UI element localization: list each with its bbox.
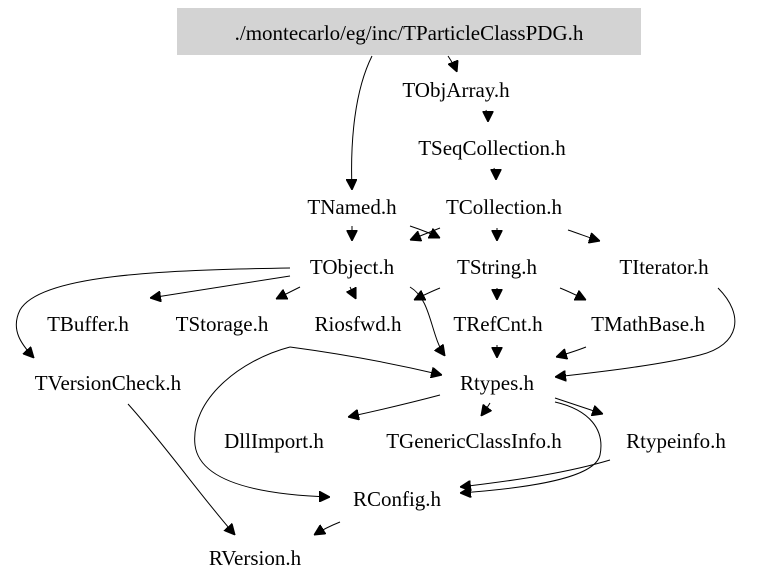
edge-rtypes-rtypeinfo bbox=[554, 397, 603, 414]
edge-tstring-tmathbase bbox=[559, 287, 586, 300]
edge-tmathbase-rtypes bbox=[556, 346, 587, 357]
node-tmathbase[interactable]: TMathBase.h bbox=[591, 312, 705, 336]
node-rconfig[interactable]: RConfig.h bbox=[353, 487, 442, 511]
node-rversion[interactable]: RVersion.h bbox=[209, 546, 302, 570]
node-tnamed[interactable]: TNamed.h bbox=[307, 195, 397, 219]
edges bbox=[15, 55, 736, 535]
edge-tcollection-tobject bbox=[410, 227, 441, 240]
edge-tnamed-tstring bbox=[409, 225, 440, 238]
edge-titerator-rtypes bbox=[555, 287, 736, 377]
node-tstring[interactable]: TString.h bbox=[457, 255, 537, 279]
edge-tobject-tstorage bbox=[276, 286, 301, 299]
edge-rtypeinfo-rconfig bbox=[460, 459, 611, 487]
node-root-label: ./montecarlo/eg/inc/TParticleClassPDG.h bbox=[235, 21, 584, 45]
edge-tobject-tversioncheck bbox=[15, 267, 291, 358]
node-tobject[interactable]: TObject.h bbox=[310, 255, 395, 279]
edge-tobject-tbuffer bbox=[150, 275, 291, 298]
node-tseqcollection[interactable]: TSeqCollection.h bbox=[418, 136, 566, 160]
edge-rconfig-rversion bbox=[314, 521, 341, 535]
node-tobjarray[interactable]: TObjArray.h bbox=[402, 78, 510, 102]
node-tcollection[interactable]: TCollection.h bbox=[446, 195, 563, 219]
node-trefcnt[interactable]: TRefCnt.h bbox=[453, 312, 543, 336]
node-tversioncheck[interactable]: TVersionCheck.h bbox=[35, 371, 182, 395]
node-root-box bbox=[177, 8, 641, 55]
edge-tcollection-titerator bbox=[567, 229, 600, 241]
edge-tobject-rtypes bbox=[409, 286, 445, 356]
node-tgenericclassinfo[interactable]: TGenericClassInfo.h bbox=[386, 429, 562, 453]
edge-rtypes-tgenericclassinfo bbox=[481, 402, 490, 416]
edge-root-tnamed bbox=[352, 55, 373, 190]
edge-rtypes-rconfig bbox=[460, 401, 602, 493]
node-titerator[interactable]: TIterator.h bbox=[619, 255, 709, 279]
node-tstorage[interactable]: TStorage.h bbox=[176, 312, 269, 336]
edge-tversioncheck-rversion bbox=[127, 403, 235, 535]
node-riosfwd[interactable]: Riosfwd.h bbox=[315, 312, 402, 336]
edge-riosfwd-rtypes bbox=[289, 346, 442, 375]
edge-tobjarray-tseqcollection bbox=[486, 109, 488, 123]
edge-tstring-riosfwd bbox=[414, 287, 441, 300]
node-root[interactable]: ./montecarlo/eg/inc/TParticleClassPDG.h bbox=[177, 8, 641, 55]
node-tbuffer[interactable]: TBuffer.h bbox=[47, 312, 129, 336]
edge-riosfwd-rconfig bbox=[194, 346, 330, 497]
nodes: ./montecarlo/eg/inc/TParticleClassPDG.h … bbox=[35, 8, 726, 570]
edge-root-tobjarray bbox=[447, 55, 457, 72]
edge-tseqcollection-tcollection bbox=[494, 167, 496, 181]
edge-rtypes-dllimport bbox=[348, 394, 441, 417]
edge-tobject-riosfwd bbox=[350, 287, 356, 299]
node-dllimport[interactable]: DllImport.h bbox=[224, 429, 324, 453]
node-rtypeinfo[interactable]: Rtypeinfo.h bbox=[626, 429, 726, 453]
node-rtypes[interactable]: Rtypes.h bbox=[460, 371, 535, 395]
